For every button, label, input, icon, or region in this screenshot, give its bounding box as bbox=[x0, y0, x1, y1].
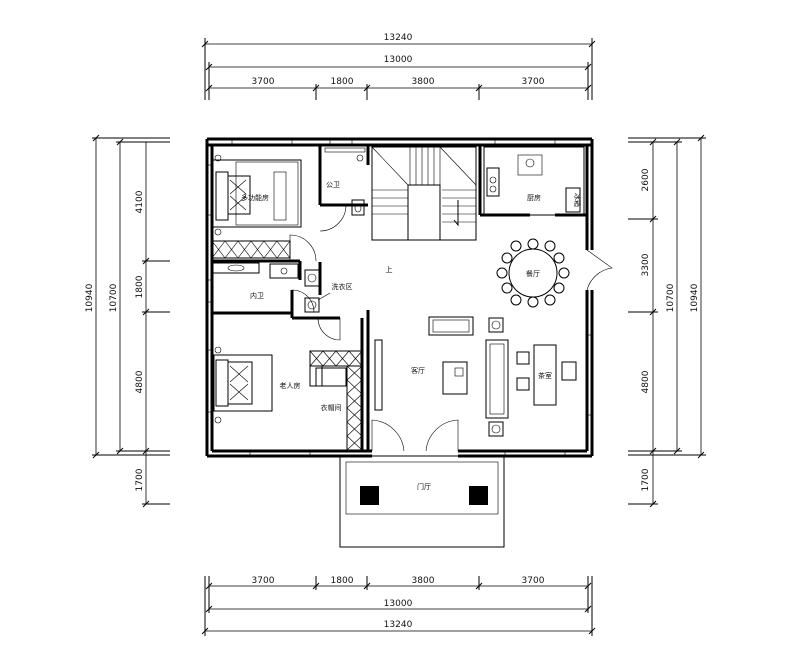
bottom-overall-dim: 13240 bbox=[384, 620, 413, 630]
left-overall-dim: 10940 bbox=[85, 283, 95, 312]
right-seg-1: 2600 bbox=[641, 168, 651, 191]
top-overall-dim: 13240 bbox=[384, 33, 413, 43]
bottom-seg-2: 1800 bbox=[331, 576, 354, 586]
elder-room-label: 老人房 bbox=[280, 381, 301, 390]
laundry-label: 洗衣区 bbox=[332, 282, 353, 291]
public-bath: 公卫 bbox=[319, 147, 366, 232]
top-seg-2: 1800 bbox=[331, 77, 354, 87]
living-label: 客厅 bbox=[411, 366, 425, 375]
kitchen: 厨房 冰箱 bbox=[483, 146, 585, 216]
right-overall-dim: 10940 bbox=[690, 283, 700, 312]
bottom-dimensions: 3700 1800 3800 3700 13000 13240 bbox=[201, 576, 596, 636]
kitchen-label: 厨房 bbox=[527, 193, 541, 202]
stair-up-label: 上 bbox=[386, 265, 393, 274]
pantry-label: 冰箱 bbox=[573, 193, 582, 207]
multi-function-room-label: 多功能房 bbox=[241, 193, 269, 202]
wardrobe-label: 衣帽间 bbox=[321, 403, 342, 412]
bottom-seg-1: 3700 bbox=[252, 576, 275, 586]
wardrobe: 衣帽间 bbox=[309, 350, 363, 451]
staircase bbox=[371, 146, 477, 241]
elder-room: 老人房 bbox=[213, 317, 341, 424]
bottom-seg-3: 3800 bbox=[412, 576, 435, 586]
bottom-inner-dim: 13000 bbox=[384, 599, 413, 609]
public-bath-label: 公卫 bbox=[326, 181, 340, 189]
dining-label: 餐厅 bbox=[526, 269, 540, 278]
left-seg-2: 1800 bbox=[135, 275, 145, 298]
outer-walls bbox=[205, 137, 594, 458]
top-inner-dim: 13000 bbox=[384, 55, 413, 65]
entrance-label: 门厅 bbox=[417, 482, 431, 491]
porch-pillar-right bbox=[469, 486, 488, 505]
right-inner-dim: 10700 bbox=[666, 283, 676, 312]
entrance-porch: 门厅 bbox=[339, 455, 505, 548]
bottom-seg-4: 3700 bbox=[522, 576, 545, 586]
top-seg-3: 3800 bbox=[412, 77, 435, 87]
multi-function-room: 多功能房 bbox=[211, 154, 317, 262]
right-seg-2: 3300 bbox=[641, 253, 651, 276]
top-seg-1: 3700 bbox=[252, 77, 275, 87]
inner-bath: 内卫 bbox=[212, 262, 320, 313]
left-dimensions: 10940 10700 4100 1800 4800 1700 bbox=[85, 134, 170, 508]
top-dimensions: 13240 13000 3700 1800 3800 3700 bbox=[201, 33, 596, 100]
left-seg-1: 4100 bbox=[135, 190, 145, 213]
inner-bath-label: 内卫 bbox=[250, 291, 264, 300]
left-seg-4: 1700 bbox=[135, 468, 145, 491]
right-seg-3: 4800 bbox=[641, 370, 651, 393]
right-dimensions: 2600 3300 4800 1700 10700 10940 bbox=[628, 134, 706, 508]
porch-pillar-left bbox=[360, 486, 379, 505]
living-room: 客厅 bbox=[374, 316, 509, 437]
dining-area: 餐厅 bbox=[496, 238, 613, 308]
entrance-doors bbox=[371, 419, 459, 452]
top-seg-4: 3700 bbox=[522, 77, 545, 87]
tea-room: 茶室 bbox=[516, 344, 577, 406]
left-seg-3: 4800 bbox=[135, 370, 145, 393]
right-seg-4: 1700 bbox=[641, 468, 651, 491]
tea-room-label: 茶室 bbox=[538, 371, 552, 380]
left-inner-dim: 10700 bbox=[109, 283, 119, 312]
